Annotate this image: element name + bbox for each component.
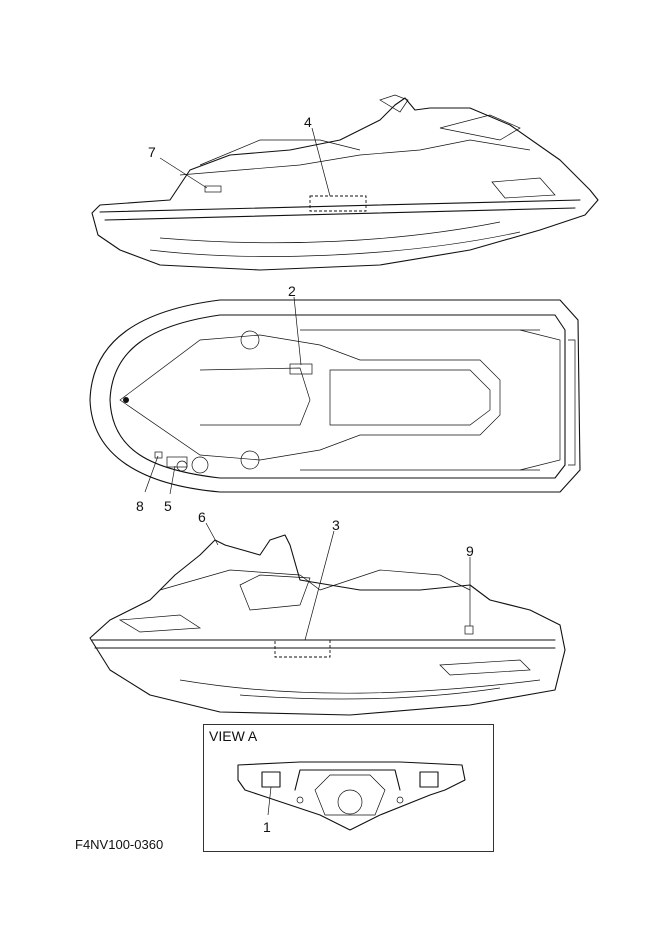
callout-leaders xyxy=(144,127,471,816)
callout-7: 7 xyxy=(148,144,156,160)
view-a-label: VIEW A xyxy=(209,728,258,744)
callout-5: 5 xyxy=(164,498,172,514)
callout-1: 1 xyxy=(263,819,271,835)
figure-code: F4NV100-0360 xyxy=(75,837,164,852)
callout-2: 2 xyxy=(288,283,296,299)
top-view xyxy=(89,299,581,493)
callout-8: 8 xyxy=(136,498,144,514)
callout-3: 3 xyxy=(332,517,340,533)
callout-9: 9 xyxy=(466,543,474,559)
side-view-right xyxy=(89,534,566,716)
view-a-drawing xyxy=(237,761,466,831)
callout-6: 6 xyxy=(198,509,206,525)
callout-4: 4 xyxy=(304,114,312,130)
view-a-frame: VIEW A xyxy=(203,724,494,852)
side-view-left xyxy=(91,94,599,271)
